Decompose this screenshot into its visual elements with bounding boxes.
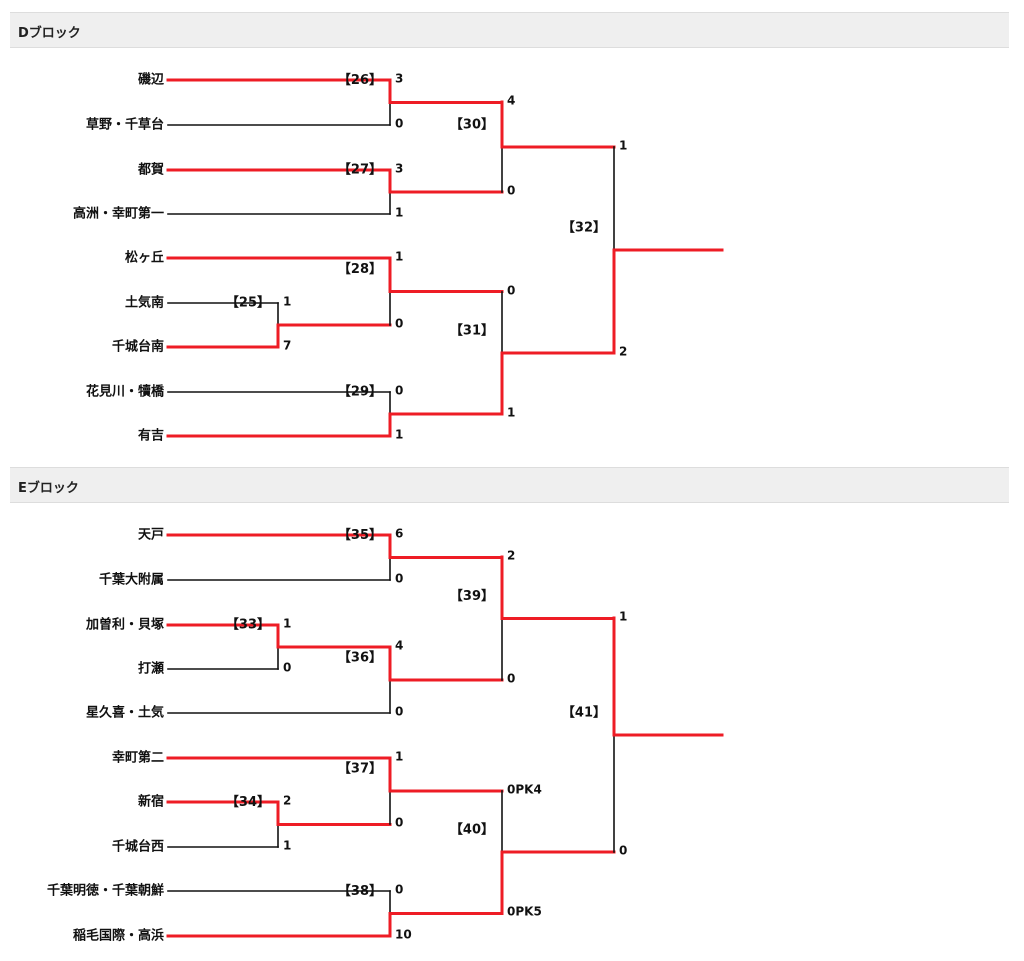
team-name: 有吉 (138, 428, 164, 444)
team-name: 松ヶ丘 (125, 250, 164, 266)
match-number: 【36】 (338, 650, 382, 666)
team-name: 千城台南 (112, 339, 164, 355)
match-number: 【40】 (450, 822, 494, 838)
block-d-header: Dブロック (10, 12, 1009, 48)
team-name: 千城台西 (112, 839, 164, 855)
team-name: 加曽利・貝塚 (85, 617, 164, 633)
match-number: 【41】 (562, 705, 606, 721)
match-number: 【28】 (338, 261, 382, 277)
match-number: 【27】 (338, 162, 382, 178)
score-top: 0PK4 (507, 783, 542, 797)
score-top: 0 (395, 384, 403, 398)
score-top: 3 (395, 162, 403, 176)
block-d-title: Dブロック (18, 26, 81, 41)
team-name: 磯辺 (138, 72, 164, 88)
score-bottom: 2 (619, 345, 627, 359)
score-bottom: 0 (395, 705, 403, 719)
score-top: 4 (507, 94, 515, 108)
team-name: 幸町第二 (112, 750, 164, 766)
match-number: 【37】 (338, 761, 382, 777)
score-top: 2 (283, 794, 291, 808)
score-bottom: 7 (283, 339, 291, 353)
score-top: 1 (619, 610, 627, 624)
team-name: 草野・千草台 (86, 117, 164, 133)
score-top: 0 (395, 883, 403, 897)
score-bottom: 1 (395, 206, 403, 220)
score-bottom: 0 (619, 844, 627, 858)
team-name: 天戸 (138, 528, 164, 543)
team-name: 打瀬 (138, 661, 164, 677)
match-number: 【33】 (226, 617, 270, 633)
match-number: 【38】 (338, 883, 382, 899)
score-top: 0 (507, 284, 515, 298)
score-bottom: 1 (507, 406, 515, 420)
match-number: 【30】 (450, 117, 494, 133)
score-bottom: 0 (395, 317, 403, 331)
score-bottom: 0 (395, 572, 403, 586)
match-number: 【34】 (226, 794, 270, 810)
score-top: 1 (619, 139, 627, 153)
match-number: 【26】 (338, 72, 382, 88)
score-bottom: 0 (507, 672, 515, 686)
score-bottom: 0 (395, 117, 403, 131)
team-name: 稲毛国際・高浜 (73, 928, 164, 944)
match-number: 【35】 (338, 527, 382, 543)
score-top: 1 (395, 250, 403, 264)
score-top: 4 (395, 639, 403, 653)
match-number: 【25】 (226, 295, 270, 311)
match-number: 【39】 (450, 588, 494, 604)
score-bottom: 1 (395, 428, 403, 442)
block-e-title: Eブロック (18, 481, 79, 496)
match-number: 【32】 (562, 220, 606, 236)
team-name: 土気南 (125, 295, 164, 311)
team-name: 花見川・犢橋 (86, 384, 165, 400)
team-name: 都賀 (137, 162, 164, 178)
score-bottom: 10 (395, 928, 412, 942)
score-bottom: 1 (283, 839, 291, 853)
team-name: 千葉明徳・千葉朝鮮 (47, 883, 164, 899)
team-name: 新宿 (138, 794, 164, 810)
score-top: 1 (283, 295, 291, 309)
team-name: 星久喜・土気 (86, 705, 164, 721)
score-top: 1 (395, 750, 403, 764)
team-name: 千葉大附属 (99, 572, 164, 588)
team-name: 高洲・幸町第一 (73, 206, 164, 222)
score-top: 2 (507, 549, 515, 563)
match-number: 【29】 (338, 384, 382, 400)
match-number: 【31】 (450, 323, 494, 339)
score-top: 6 (395, 527, 403, 541)
score-bottom: 0PK5 (507, 905, 542, 919)
score-bottom: 0 (507, 184, 515, 198)
score-top: 1 (283, 617, 291, 631)
score-bottom: 0 (395, 816, 403, 830)
score-top: 3 (395, 72, 403, 86)
block-e-header: Eブロック (10, 467, 1009, 503)
score-bottom: 0 (283, 661, 291, 675)
